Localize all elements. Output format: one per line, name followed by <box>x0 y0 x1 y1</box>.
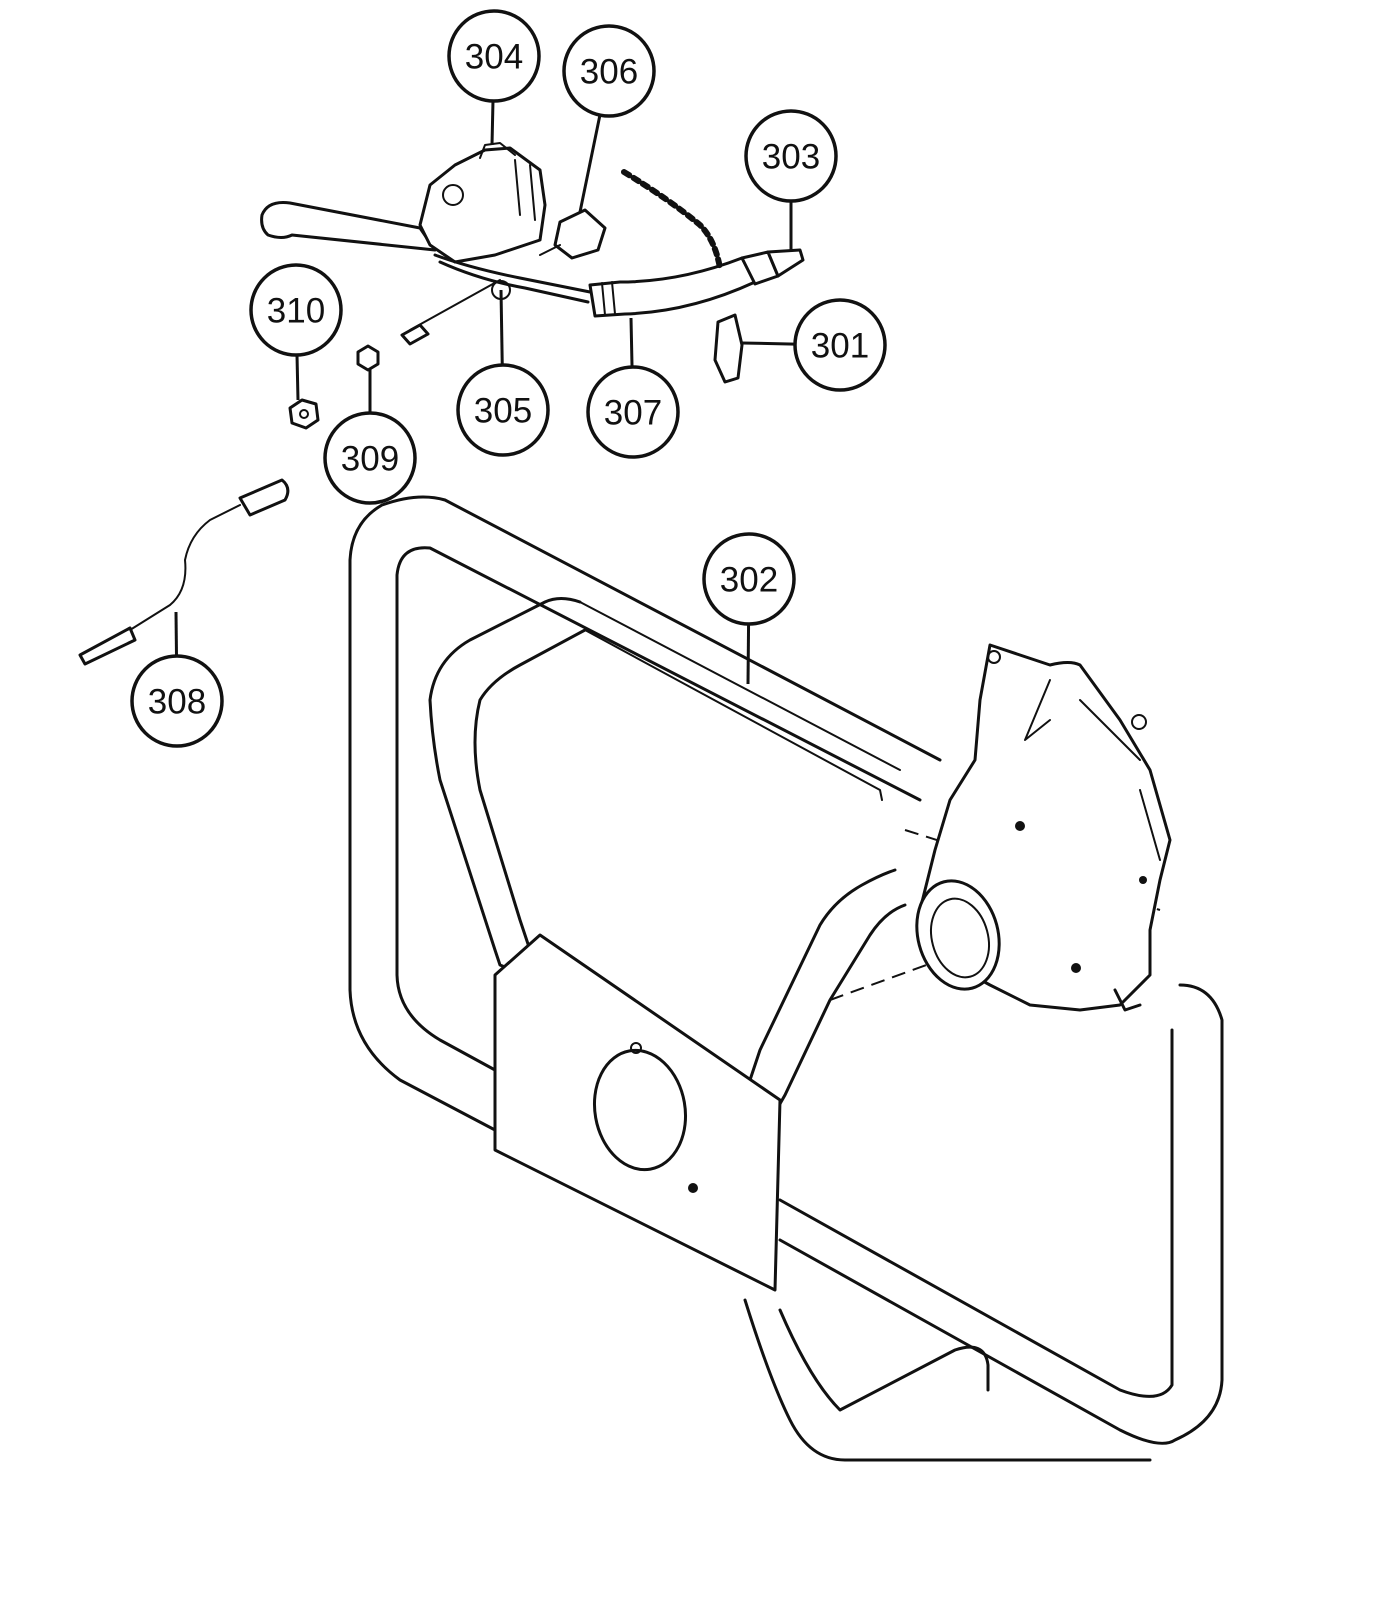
callout-label-309: 309 <box>341 440 399 479</box>
throttle-cable-2 <box>438 260 590 304</box>
bell-bolt-3 <box>1139 876 1147 884</box>
callout-label-303: 303 <box>762 138 820 177</box>
callout-label-301: 301 <box>811 327 869 366</box>
plate-small-hole <box>630 1042 642 1054</box>
bell-bolt-1 <box>1015 821 1025 831</box>
frame-outer-tube <box>348 495 942 1132</box>
nut-310 <box>288 398 320 430</box>
callout-label-304: 304 <box>465 38 523 77</box>
callout-leader-305 <box>499 289 504 366</box>
nut-310-hole <box>299 409 309 419</box>
tube-tip-303 <box>766 248 805 278</box>
frame-support-right <box>738 868 907 1132</box>
wire-308 <box>129 504 241 631</box>
frame-diag-dash <box>829 959 941 1001</box>
callout-leader-304 <box>490 100 495 146</box>
bell-lower-bracket <box>1113 988 1142 1012</box>
callout-circle-302 <box>702 532 796 626</box>
callout-circle-308 <box>130 654 224 748</box>
callout-302: 302 <box>702 532 796 685</box>
callout-308: 308 <box>130 611 224 748</box>
frame-front-foot-inner <box>778 1308 990 1412</box>
frame-inner-tube <box>395 546 922 1072</box>
frame-center-plate <box>493 933 782 1292</box>
callout-305: 305 <box>456 289 550 457</box>
callout-310: 310 <box>249 263 343 401</box>
callout-label-302: 302 <box>720 561 778 600</box>
lever-body <box>418 146 547 264</box>
callout-label-307: 307 <box>604 394 662 433</box>
wire-305 <box>409 279 501 331</box>
callout-309: 309 <box>323 368 417 505</box>
knob-306-wire <box>539 244 561 256</box>
bell-housing-rim <box>1024 679 1161 861</box>
bell-housing-opening-inner <box>930 897 990 979</box>
wire-308-boot <box>238 478 290 517</box>
callout-circle-304 <box>447 9 541 103</box>
callout-circle-307 <box>586 365 680 459</box>
callout-group: 304 306 303 310 301 305 307 309 302 308 <box>130 9 887 748</box>
control-handle-assembly <box>78 142 805 666</box>
callout-circle-309 <box>323 411 417 505</box>
plate-bolt <box>688 1183 698 1193</box>
frame-drawing <box>348 495 1224 1462</box>
callout-label-305: 305 <box>474 392 532 431</box>
cap-301 <box>713 313 744 384</box>
callout-301: 301 <box>741 298 887 392</box>
callout-306: 306 <box>562 24 656 213</box>
callout-leader-302 <box>746 623 751 685</box>
callout-leader-307 <box>629 317 634 368</box>
bell-bolt-4 <box>987 650 1001 664</box>
callout-circle-301 <box>793 298 887 392</box>
frame-support-left <box>428 597 587 977</box>
callout-label-310: 310 <box>267 292 325 331</box>
tube-307-collar <box>601 281 616 316</box>
frame-front-foot <box>743 1298 1152 1462</box>
bell-bolt-5 <box>1131 714 1147 730</box>
wire-308-plug <box>78 626 137 666</box>
callout-leader-310 <box>295 354 300 401</box>
chain <box>621 169 723 271</box>
callout-circle-310 <box>249 263 343 357</box>
wire-305-plug <box>400 323 430 346</box>
control-lever <box>260 201 437 252</box>
callout-leader-301 <box>741 341 796 346</box>
callout-label-308: 308 <box>148 683 206 722</box>
callout-circle-303 <box>744 109 838 203</box>
throttle-cable <box>433 253 592 294</box>
callout-307: 307 <box>586 317 680 459</box>
frame-bottom-tube-inner <box>778 1028 1174 1398</box>
nut-309 <box>356 344 380 372</box>
plate-hole <box>592 1048 688 1172</box>
frame-bottom-tube <box>778 983 1224 1445</box>
callout-label-306: 306 <box>580 53 638 92</box>
callout-circle-306 <box>562 24 656 118</box>
callout-leader-306 <box>578 114 602 213</box>
callout-303: 303 <box>744 109 838 252</box>
callout-circle-305 <box>456 363 550 457</box>
frame-top-shell <box>539 601 901 1101</box>
lever-pivot <box>442 184 464 206</box>
knob-306 <box>553 208 607 260</box>
callout-304: 304 <box>447 9 541 146</box>
bell-bolt-2 <box>1071 963 1081 973</box>
